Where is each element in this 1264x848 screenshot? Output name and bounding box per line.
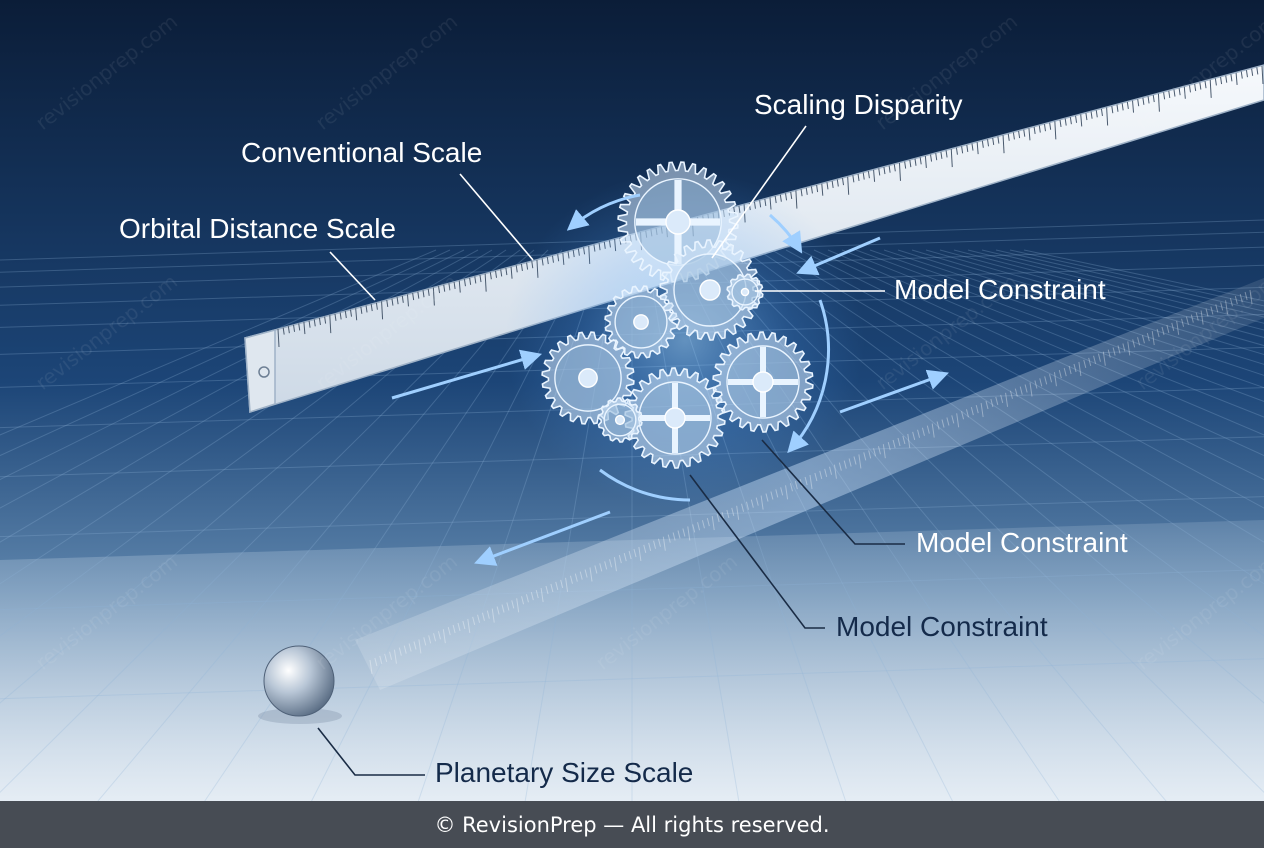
gear-icon: [726, 273, 764, 311]
direction-arrows: [391, 193, 949, 566]
gear-icon: [624, 367, 726, 469]
copyright-text: © RevisionPrep — All rights reserved.: [434, 812, 830, 837]
gear-icon: [712, 331, 814, 433]
gear-icon: [597, 397, 643, 443]
gear-cluster-icon: [541, 161, 814, 469]
leader-lines-light: [329, 125, 885, 301]
label-model-constraint-middle: Model Constraint: [916, 527, 1128, 558]
planet-sphere-icon: [258, 645, 342, 724]
copyright-footer: © RevisionPrep — All rights reserved.: [0, 801, 1264, 848]
label-orbital-distance-scale: Orbital Distance Scale: [119, 213, 397, 244]
label-conventional-scale: Conventional Scale: [241, 137, 483, 168]
label-planetary-size-scale: Planetary Size Scale: [435, 757, 694, 788]
leader-lines-dark: [317, 439, 905, 776]
gear-icon: [604, 285, 678, 359]
label-model-constraint-bottom: Model Constraint: [836, 611, 1048, 642]
transparent-scale-bar: [355, 278, 1264, 690]
label-model-constraint-top: Model Constraint: [894, 274, 1106, 305]
floor-plane: [0, 520, 1264, 848]
gear-icon: [659, 239, 761, 341]
label-scaling-disparity: Scaling Disparity: [754, 89, 963, 120]
